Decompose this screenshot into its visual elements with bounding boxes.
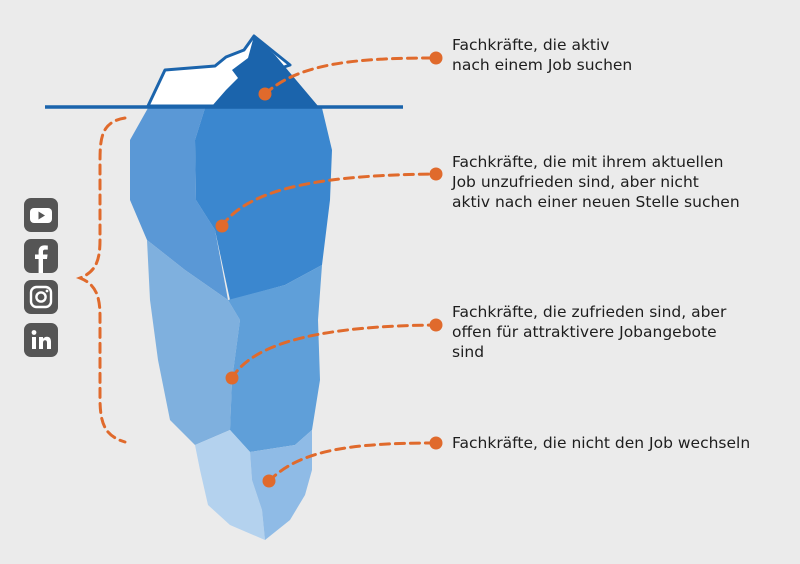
layer-label-active-seekers: Fachkräfte, die aktiv nach einem Job suc…: [452, 36, 633, 74]
tip-dark-face: [212, 36, 318, 106]
ice-facet-center-mid: [228, 265, 322, 452]
iceberg-underwater: [130, 108, 332, 540]
connector-2: [220, 172, 438, 228]
connector-3-end-dot: [429, 318, 443, 332]
ice-facet-bottom-left: [195, 430, 265, 540]
connector-3: [230, 323, 438, 380]
youtube-icon: [24, 198, 58, 232]
layer-label-dissatisfied: Fachkräfte, die mit ihrem aktuellen Job …: [452, 153, 740, 211]
connector-1-start-dot: [258, 87, 272, 101]
linkedin-icon: [24, 323, 58, 357]
connectors: [215, 51, 443, 488]
instagram-icon: [24, 280, 58, 314]
connector-4-start-dot: [262, 474, 276, 488]
connector-4: [267, 441, 438, 483]
ice-facet-left-top: [130, 108, 228, 300]
connector-1-end-dot: [429, 51, 443, 65]
connector-2-start-dot: [215, 219, 229, 233]
ice-facet-center-top: [195, 108, 332, 300]
layer-label-open-to-offers: Fachkräfte, die zufrieden sind, aber off…: [452, 303, 727, 361]
connector-3-start-dot: [225, 371, 239, 385]
facebook-icon: [24, 239, 58, 273]
ice-facet-left-mid: [147, 240, 240, 445]
connector-2-end-dot: [429, 167, 443, 181]
layer-label-not-switching: Fachkräfte, die nicht den Job wechseln: [452, 434, 751, 452]
iceberg-tip: [146, 34, 318, 108]
connector-1: [263, 56, 438, 96]
curly-brace: [75, 116, 127, 444]
connector-4-end-dot: [429, 436, 443, 450]
ice-facet-bottom-right: [250, 430, 312, 540]
